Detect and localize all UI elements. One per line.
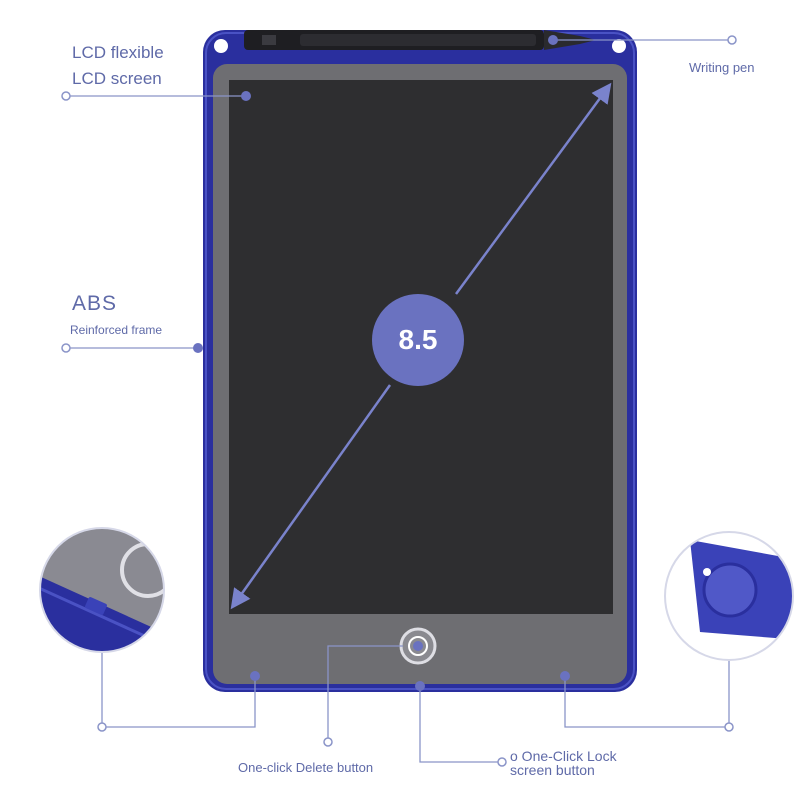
zoom-detail-left (39, 527, 165, 653)
writing-pen-label: Writing pen (689, 60, 755, 75)
hanger-hole-left (214, 39, 228, 53)
lcd-label-line2: LCD screen (72, 69, 162, 88)
callout-lines (66, 39, 732, 763)
diagonal-arrow-upper (454, 82, 612, 295)
screen-size-badge: 8.5 (372, 294, 464, 386)
lcd-label-line1: LCD flexible (72, 43, 164, 62)
callout-dots (61, 35, 737, 767)
writing-pen (244, 30, 596, 50)
delete-button-ring (408, 636, 428, 656)
diagonal-arrow-lower (230, 384, 392, 610)
lock-button-label-line2: screen button (510, 762, 595, 778)
hanger-hole-right (612, 39, 626, 53)
abs-label: ABS (72, 292, 118, 315)
lock-button-label-line1: o One-Click Lock (510, 748, 617, 764)
delete-button-dot (413, 641, 423, 651)
zoom-detail-right (664, 531, 794, 661)
delete-button-label: One-click Delete button (238, 760, 374, 775)
reinforced-frame-label: Reinforced frame (70, 323, 163, 337)
